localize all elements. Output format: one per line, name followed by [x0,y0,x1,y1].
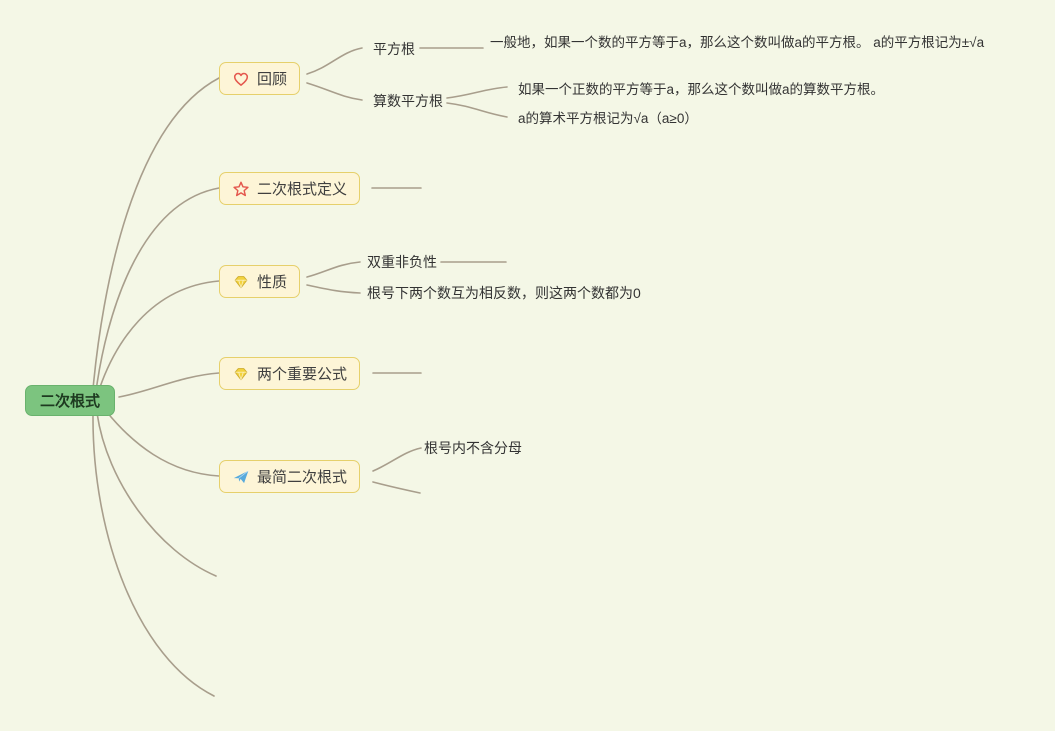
branch-root-empty-2 [92,413,215,697]
branch-simplest-empty [372,481,421,494]
node-properties-label: 性质 [257,274,288,291]
gem-icon [232,365,250,383]
branch-review-arith [306,82,363,101]
heart-icon [232,70,250,88]
node-properties[interactable]: 性质 [219,265,301,298]
star-icon [232,180,250,198]
node-review-label: 回顾 [257,71,288,88]
subtopic-no-denominator[interactable]: 根号内不含分母 [424,440,522,456]
branch-root-definition [95,187,220,392]
branch-arith-notation [446,102,508,118]
subtopic-double-nonnegativity[interactable]: 双重非负性 [367,254,437,270]
node-simplest-label: 最简二次根式 [257,469,348,486]
branch-simplest-no-denom [372,447,422,472]
paper-plane-icon [232,468,250,486]
branch-properties-double [306,261,361,278]
node-formulas[interactable]: 两个重要公式 [219,357,361,390]
node-review[interactable]: 回顾 [219,62,301,95]
node-definition-label: 二次根式定义 [257,181,348,198]
branch-root-empty-1 [96,412,217,577]
detail-arith-definition[interactable]: 如果一个正数的平方等于a，那么这个数叫做a的算数平方根。 [518,82,885,97]
gem-icon [232,273,250,291]
node-definition[interactable]: 二次根式定义 [219,172,361,205]
branch-root-review [92,77,220,390]
subtopic-opposite-numbers-zero[interactable]: 根号下两个数互为相反数，则这两个数都为0 [367,285,641,301]
root-node-label: 二次根式 [40,393,101,410]
branch-properties-opposite [306,284,361,294]
branch-root-formulas [118,372,220,398]
branch-arith-def [446,86,508,99]
root-node[interactable]: 二次根式 [25,385,116,416]
detail-arith-notation[interactable]: a的算术平方根记为√a（a≥0） [518,111,698,126]
branch-review-square-root [306,47,363,75]
subtopic-square-root[interactable]: 平方根 [373,41,415,57]
branch-root-properties [97,280,220,394]
subtopic-arithmetic-square-root[interactable]: 算数平方根 [373,93,443,109]
node-simplest[interactable]: 最简二次根式 [219,460,361,493]
detail-square-root-definition[interactable]: 一般地，如果一个数的平方等于a，那么这个数叫做a的平方根。 a的平方根记为±√a [490,35,985,50]
branch-root-simplest [105,410,220,477]
node-formulas-label: 两个重要公式 [257,366,348,383]
